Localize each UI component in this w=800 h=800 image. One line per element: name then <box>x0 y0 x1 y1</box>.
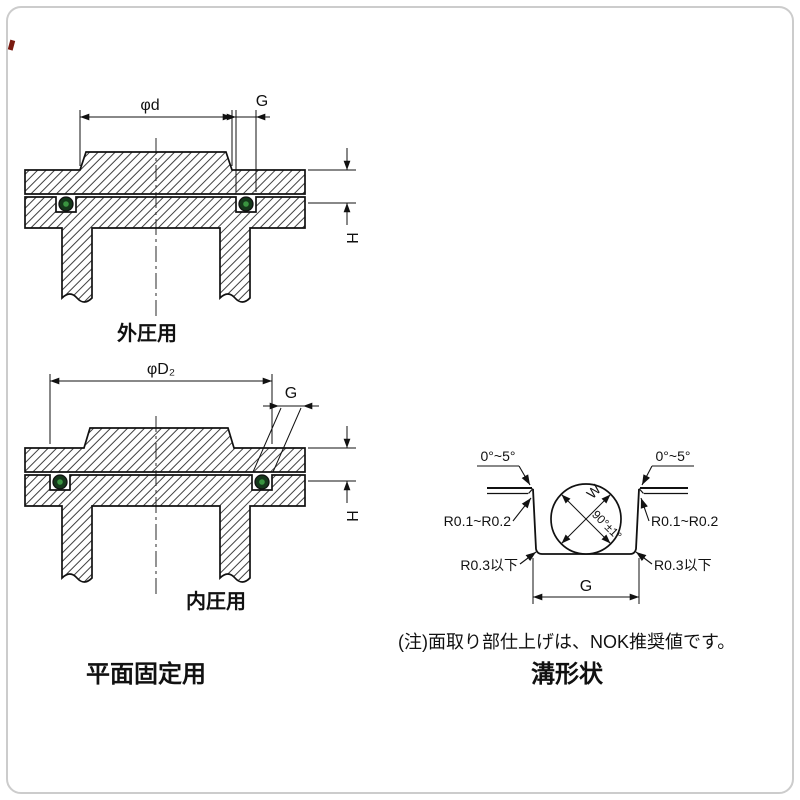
caption-external-pressure: 外圧用 <box>117 321 177 345</box>
dim-g <box>252 402 319 473</box>
leader-line <box>518 465 531 486</box>
caption-internal-pressure: 内圧用 <box>186 589 246 613</box>
label-radius-top-right: R0.1~R0.2 <box>651 513 719 529</box>
dim-label-g: G <box>256 93 268 110</box>
cover-cross-section <box>24 427 306 473</box>
photo-border <box>6 6 794 794</box>
o-ring-core <box>57 479 63 485</box>
o-ring-core <box>259 479 265 485</box>
extension-line <box>272 407 302 473</box>
o-ring-core <box>243 201 249 207</box>
o-ring-cross-section-right <box>238 196 254 212</box>
label-radius-top-left: R0.1~R0.2 <box>444 513 512 529</box>
leader-chamfer-right <box>641 465 694 486</box>
label-chamfer-angle-right: 0°~5° <box>656 448 691 464</box>
dim-label-phi-d2: φD₂ <box>147 361 175 378</box>
dim-h <box>308 148 356 225</box>
leader-line <box>641 465 653 486</box>
groove-surface <box>487 487 688 495</box>
label-chamfer-angle-left: 0°~5° <box>481 448 516 464</box>
cross-dimension-line <box>561 494 611 544</box>
leader-line <box>519 551 537 565</box>
cross-section-dimensions <box>561 494 611 544</box>
scan-artifact <box>7 39 16 51</box>
o-ring-core <box>63 201 69 207</box>
o-ring-cross-section-right <box>254 474 270 490</box>
leader-chamfer-left <box>477 465 531 486</box>
extension-line <box>252 407 282 473</box>
dim-label-h: H <box>343 510 360 522</box>
label-radius-bottom-left: R0.3以下 <box>460 557 518 573</box>
figure-external-pressure: φd G H 外圧用 <box>24 93 360 345</box>
dim-label-phi-d: φd <box>140 97 159 114</box>
note-text: (注)面取り部仕上げは、NOK推奨値です。 <box>398 632 735 652</box>
leader-line <box>640 497 650 522</box>
dim-label-g: G <box>285 385 297 402</box>
housing-cross-section <box>24 474 306 583</box>
leader-line <box>635 551 653 565</box>
groove-caption: 溝形状 <box>531 661 604 688</box>
dim-groove-g <box>532 558 640 604</box>
cover-cross-section <box>24 151 306 195</box>
groove-shape-detail: W 90°±1° 0°~5° 0°~5° R0.1~R0.2 R0.1~R0.2… <box>398 448 735 688</box>
dim-label-h: H <box>343 232 360 244</box>
dim-h <box>308 426 356 503</box>
leader-line <box>512 497 532 522</box>
o-ring-cross-section-left <box>58 196 74 212</box>
figure-internal-pressure: φD₂ G H 内圧用 <box>24 361 360 613</box>
label-radius-bottom-right: R0.3以下 <box>654 557 712 573</box>
dim-g <box>222 110 270 192</box>
dim-label-groove-g: G <box>580 578 592 595</box>
section-caption: 平面固定用 <box>86 660 206 688</box>
housing-cross-section <box>24 196 306 303</box>
o-ring-cross-section-left <box>52 474 68 490</box>
